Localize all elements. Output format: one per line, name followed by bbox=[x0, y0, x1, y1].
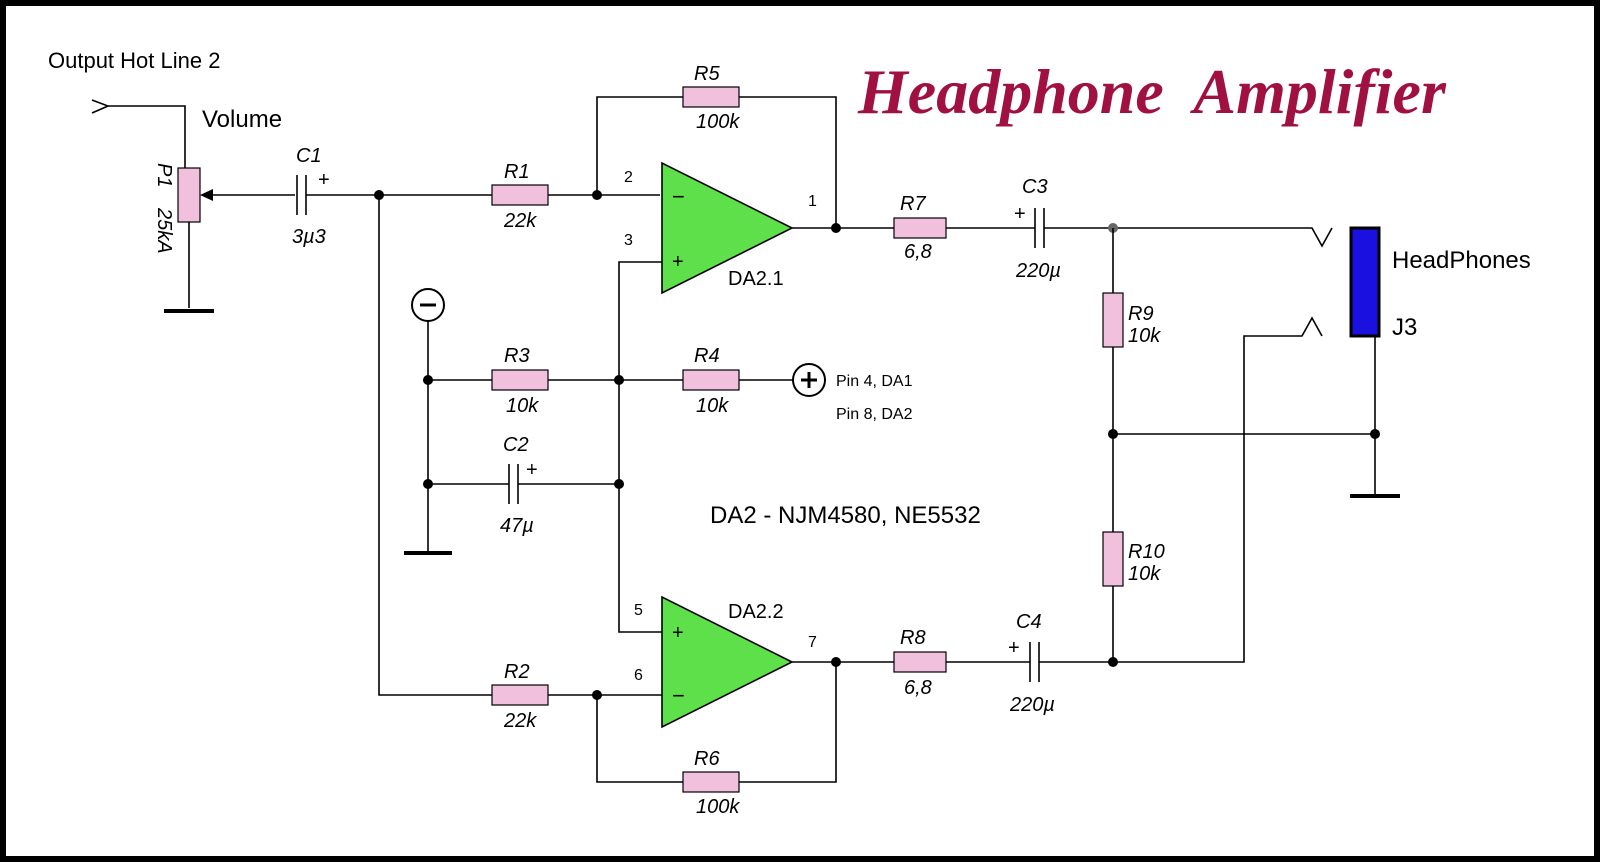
capacitor-c2 bbox=[508, 464, 519, 504]
r5-right-wire bbox=[739, 96, 837, 228]
c3-ref: C3 bbox=[1022, 176, 1048, 198]
r8-ref: R8 bbox=[900, 627, 926, 649]
junction-node bbox=[1108, 657, 1118, 667]
r5-ref: R5 bbox=[694, 63, 720, 85]
supply-note-1: Pin 4, DA1 bbox=[836, 373, 913, 390]
resistor-r5 bbox=[682, 86, 740, 108]
opamp2-pin-inv: 6 bbox=[634, 667, 643, 684]
r1-ref: R1 bbox=[504, 161, 530, 183]
resistor-r10 bbox=[1102, 531, 1124, 587]
capacitor-c3 bbox=[1034, 208, 1045, 248]
r10-ref: R10 bbox=[1128, 541, 1165, 563]
resistor-r6 bbox=[682, 771, 740, 793]
c2-ref: C2 bbox=[503, 434, 529, 456]
junction-node bbox=[1370, 429, 1380, 439]
r5-left-wire bbox=[596, 96, 683, 195]
c4-value: 220µ bbox=[1009, 694, 1055, 716]
resistor-r7 bbox=[893, 217, 947, 239]
capacitor-c4 bbox=[1029, 642, 1040, 682]
r1-value: 22k bbox=[503, 210, 537, 232]
headphone-right-wire bbox=[1113, 316, 1323, 663]
c3-value: 220µ bbox=[1015, 260, 1061, 282]
c4-ref: C4 bbox=[1016, 611, 1042, 633]
r3-ref: R3 bbox=[504, 345, 530, 367]
r7-ref: R7 bbox=[900, 193, 926, 215]
r4-value: 10k bbox=[696, 395, 729, 417]
c1-ref: C1 bbox=[296, 145, 322, 167]
resistor-r2 bbox=[491, 684, 549, 706]
potentiometer-p1 bbox=[164, 167, 214, 313]
input-label: Output Hot Line 2 bbox=[48, 48, 220, 73]
resistor-r9 bbox=[1102, 292, 1124, 348]
c2-plus: + bbox=[526, 459, 538, 481]
r6-right-wire bbox=[739, 662, 837, 783]
junction-node bbox=[614, 375, 624, 385]
opamp1-pin-inv: 2 bbox=[624, 169, 633, 186]
r8-value: 6,8 bbox=[904, 677, 932, 699]
p1-ref: P1 bbox=[153, 163, 175, 187]
resistor-r4 bbox=[682, 369, 740, 391]
headphone-left-wire bbox=[1044, 227, 1333, 248]
opamp1-ref: DA2.1 bbox=[728, 268, 784, 290]
r6-ref: R6 bbox=[694, 748, 720, 770]
opamp1-pin-noninv: 3 bbox=[624, 232, 633, 249]
junction-node bbox=[831, 657, 841, 667]
r9-ref: R9 bbox=[1128, 303, 1154, 325]
c4-plus: + bbox=[1008, 637, 1020, 659]
noninv-bias-wire bbox=[618, 261, 662, 633]
opamp2-minus: − bbox=[672, 683, 685, 708]
capacitor-c1 bbox=[296, 175, 307, 215]
opamp2-pin-noninv: 5 bbox=[634, 602, 643, 619]
split-input-wire bbox=[378, 195, 492, 696]
opamp1-pin-out: 1 bbox=[808, 193, 817, 210]
r3-value: 10k bbox=[506, 395, 539, 417]
r6-value: 100k bbox=[696, 796, 740, 818]
r5-value: 100k bbox=[696, 111, 740, 133]
volume-label: Volume bbox=[202, 106, 282, 133]
input-arrow-icon bbox=[91, 99, 111, 114]
opamp-da2-1 bbox=[661, 161, 794, 295]
junction-node bbox=[831, 223, 841, 233]
r2-ref: R2 bbox=[504, 661, 530, 683]
input-wire bbox=[108, 105, 186, 168]
c1-value: 3µ3 bbox=[292, 226, 326, 248]
jack-label: HeadPhones bbox=[1392, 247, 1531, 274]
r9-value: 10k bbox=[1128, 325, 1161, 347]
p1-value: 25kA bbox=[153, 207, 175, 254]
c3-plus: + bbox=[1014, 203, 1026, 225]
r2-value: 22k bbox=[503, 710, 537, 732]
r7-value: 6,8 bbox=[904, 241, 932, 263]
opamp2-plus: + bbox=[672, 622, 684, 644]
junction-node bbox=[614, 479, 624, 489]
r10-value: 10k bbox=[1128, 563, 1161, 585]
headphone-jack-j3 bbox=[1349, 226, 1381, 338]
opamp2-pin-out: 7 bbox=[808, 634, 817, 651]
supply-note-2: Pin 8, DA2 bbox=[836, 406, 913, 423]
wiper-arrow-icon bbox=[200, 189, 213, 201]
resistor-r8 bbox=[893, 651, 947, 673]
r4-ref: R4 bbox=[694, 345, 720, 367]
opamp1-minus: − bbox=[672, 184, 685, 209]
opamp2-ref: DA2.2 bbox=[728, 601, 784, 623]
diagram-title: Headphone Amplifier bbox=[857, 56, 1447, 127]
c2-value: 47µ bbox=[500, 515, 534, 537]
r6-left-wire bbox=[596, 695, 683, 783]
resistor-r1 bbox=[491, 184, 549, 206]
c1-plus: + bbox=[318, 169, 330, 191]
opamp-da2-2 bbox=[661, 595, 794, 729]
jack-ref: J3 bbox=[1392, 314, 1417, 341]
opamp1-plus: + bbox=[672, 251, 684, 273]
resistor-r3 bbox=[491, 369, 549, 391]
ic-note: DA2 - NJM4580, NE5532 bbox=[710, 502, 981, 529]
